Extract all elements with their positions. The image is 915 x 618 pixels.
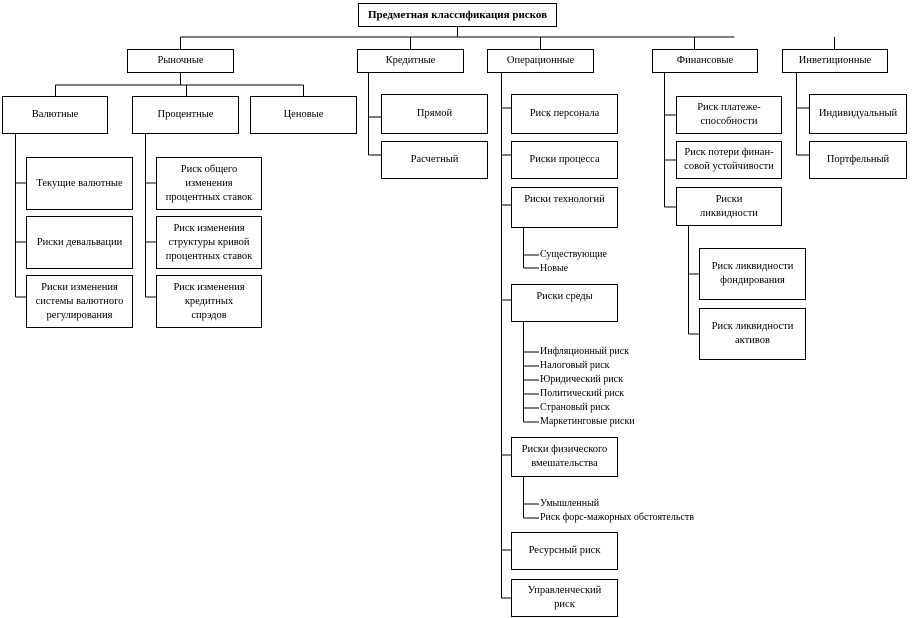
op-environment-label: Риски среды	[536, 291, 593, 302]
env-item-legal: Юридический риск	[540, 374, 623, 385]
op-resource-box: Ресурсный риск	[511, 532, 618, 570]
category-financial-label: Финансовые	[676, 55, 734, 66]
currency-current-box: Текущие валютные	[26, 157, 133, 210]
category-credit-label: Кредитные	[385, 55, 436, 66]
op-technology-label: Риски технологий	[524, 194, 605, 205]
fin-solvency-label: Риск платеже- способности	[697, 102, 761, 127]
env-item-inflation: Инфляционный риск	[540, 346, 630, 357]
fin-liquidity-box: Риски ликвидности	[676, 187, 782, 226]
currency-devaluation-label: Риски девальвации	[36, 236, 123, 248]
liquidity-assets-box: Риск ликвидности активов	[699, 308, 806, 360]
interest-general-box: Риск общего изменения процентных ставок	[156, 157, 262, 210]
market-interest-box: Процентные	[132, 96, 239, 134]
category-financial-box: Финансовые	[652, 49, 758, 73]
op-management-label: Управленческий риск	[527, 585, 602, 610]
interest-spreads-label: Риск изменения кредитных спрэдов	[173, 281, 245, 321]
op-process-label: Риски процесса	[529, 154, 600, 165]
interest-general-label: Риск общего изменения процентных ставок	[165, 163, 253, 203]
tech-item-existing: Существующие	[540, 249, 607, 260]
credit-direct-label: Прямой	[416, 108, 453, 119]
root-title: Предметная классификация рисков	[367, 9, 548, 21]
env-item-marketing: Маркетинговые риски	[540, 416, 635, 427]
liquidity-funding-label: Риск ликвидности фондирования	[711, 261, 794, 286]
currency-regulation-box: Риски изменения системы валютного регули…	[26, 275, 133, 328]
op-technology-box: Риски технологий	[511, 187, 618, 228]
category-market-label: Рыночные	[157, 55, 204, 66]
market-price-box: Ценовые	[250, 96, 357, 134]
inv-portfolio-box: Портфельный	[809, 141, 907, 179]
market-currency-label: Валютные	[31, 109, 79, 120]
env-item-political: Политический риск	[540, 388, 625, 399]
inv-portfolio-label: Портфельный	[826, 154, 890, 165]
currency-current-label: Текущие валютные	[36, 177, 123, 189]
interest-curve-box: Риск изменения структуры кривой процентн…	[156, 216, 262, 269]
liquidity-assets-label: Риск ликвидности активов	[711, 321, 794, 346]
op-process-box: Риски процесса	[511, 141, 618, 179]
category-operational-label: Операционные	[506, 55, 575, 66]
phys-item-intentional: Умышленный	[540, 498, 600, 509]
tech-item-new: Новые	[540, 263, 569, 274]
inv-individual-label: Индивидуальный	[818, 108, 898, 119]
category-investment-label: Инветиционные	[798, 55, 872, 66]
op-environment-box: Риски среды	[511, 284, 618, 322]
interest-curve-label: Риск изменения структуры кривой процентн…	[165, 222, 253, 262]
fin-stability-label: Риск потери финан- совой устойчивости	[684, 147, 774, 172]
credit-settlement-label: Расчетный	[410, 154, 459, 165]
category-market-box: Рыночные	[127, 49, 234, 73]
env-item-country: Страновый риск	[540, 402, 610, 413]
op-physical-box: Риски физического вмешательства	[511, 437, 618, 477]
fin-solvency-box: Риск платеже- способности	[676, 96, 782, 134]
market-currency-box: Валютные	[2, 96, 108, 134]
inv-individual-box: Индивидуальный	[809, 94, 907, 134]
env-item-tax: Налоговый риск	[540, 360, 610, 371]
op-physical-label: Риски физического вмешательства	[521, 444, 608, 469]
category-investment-box: Инветиционные	[782, 49, 888, 73]
op-management-box: Управленческий риск	[511, 579, 618, 617]
credit-direct-box: Прямой	[381, 94, 488, 134]
credit-settlement-box: Расчетный	[381, 141, 488, 179]
root-title-box: Предметная классификация рисков	[358, 3, 557, 27]
market-interest-label: Процентные	[157, 109, 214, 120]
category-credit-box: Кредитные	[357, 49, 464, 73]
currency-regulation-label: Риски изменения системы валютного регули…	[35, 281, 124, 321]
interest-spreads-box: Риск изменения кредитных спрэдов	[156, 275, 262, 328]
fin-stability-box: Риск потери финан- совой устойчивости	[676, 141, 782, 179]
op-resource-label: Ресурсный риск	[528, 545, 601, 556]
market-price-label: Ценовые	[283, 109, 324, 120]
fin-liquidity-label: Риски ликвидности	[700, 193, 758, 219]
liquidity-funding-box: Риск ликвидности фондирования	[699, 248, 806, 300]
currency-devaluation-box: Риски девальвации	[26, 216, 133, 269]
category-operational-box: Операционные	[487, 49, 594, 73]
op-personnel-label: Риск персонала	[529, 108, 600, 119]
op-personnel-box: Риск персонала	[511, 94, 618, 134]
phys-item-force-majeure: Риск форс-мажорных обстоятельств	[540, 512, 694, 523]
